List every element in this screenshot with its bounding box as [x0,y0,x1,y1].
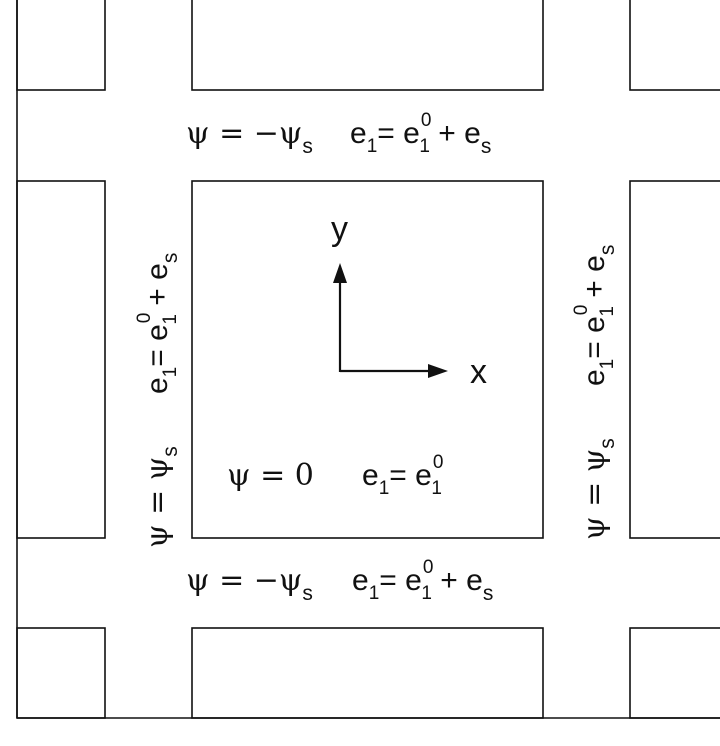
svg-text:ψ = ψs: ψ = ψs [577,438,619,540]
axes: x y [331,210,487,391]
y-arrowhead [333,263,347,283]
grid-lines [16,0,720,719]
corner-cell-bottom-right [629,627,720,719]
center-psi-label: ψ = 0 [227,458,314,493]
edge-cell-top [191,0,544,91]
corner-cell-top-left [16,0,106,91]
top-psi-label: ψ = −ψs [186,116,313,158]
svg-text:e1= e01 + es: e1= e01 + es [134,253,182,394]
svg-text:e1= e01 + es: e1= e01 + es [571,245,619,386]
corner-cell-top-right [629,0,720,91]
svg-text:ψ = 0: ψ = 0 [227,458,314,493]
edge-cell-left [16,180,106,539]
x-arrowhead [428,364,448,378]
bottom-psi-label: ψ = −ψs [186,563,313,605]
x-axis-label: x [470,353,487,391]
svg-text:ψ = −ψs: ψ = −ψs [186,116,313,158]
edge-cell-right [629,180,720,539]
svg-text:e1= e01 + es: e1= e01 + es [350,110,491,158]
svg-text:ψ = ψs: ψ = ψs [140,446,182,548]
corner-cell-bottom-left [16,627,106,719]
svg-text:e1= e01: e1= e01 [362,452,443,499]
left-psi-label: ψ = ψs [140,446,182,548]
edge-cell-bottom [191,627,544,719]
y-axis-label: y [331,210,348,248]
right-psi-label: ψ = ψs [577,438,619,540]
center-cell [191,180,544,539]
svg-text:e1= e01 + es: e1= e01 + es [352,557,493,605]
svg-text:ψ = −ψs: ψ = −ψs [186,563,313,605]
